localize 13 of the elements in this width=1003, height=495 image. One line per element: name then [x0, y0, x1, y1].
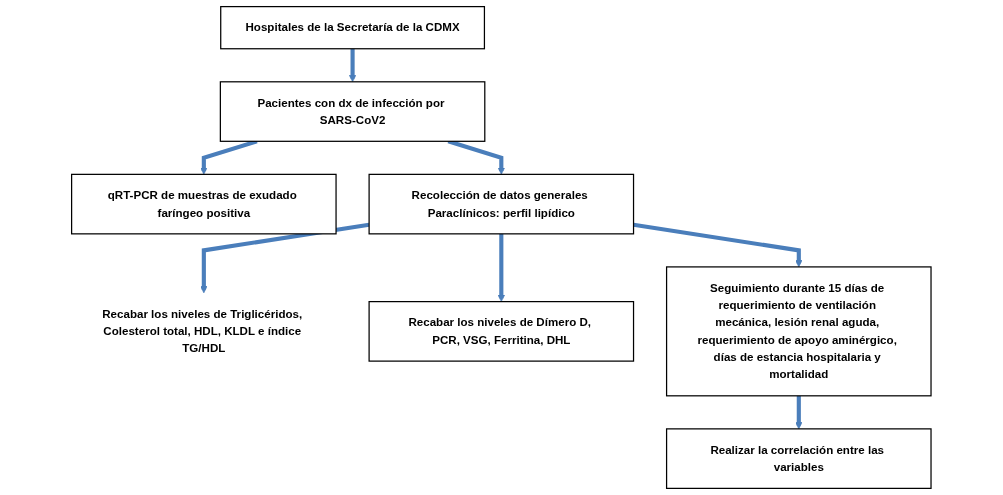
arrow: [200, 222, 370, 294]
node-text: Recabar los niveles de Triglicéridos, Colesterol total, HDL, KLDL e índice TG/HDL: [102, 306, 303, 355]
node-box: Seguimiento durante 15 días de requerimiento de ventilación mecánica, lesión renal aguda, requerimiento de apoyo aminérgico, días de estancia hospitalaria y mortalidad: [666, 266, 932, 397]
node-box: Realizar la correlación entre las variables: [666, 428, 932, 489]
node-box: Pacientes con dx de infección por SARS-CoV2: [219, 81, 486, 142]
node-box: Hospitales de la Secretaría de la CDMX: [220, 6, 486, 50]
node-box: Recolección de datos generales Paraclínicos: perfil lipídico: [368, 173, 635, 235]
arrow: [633, 222, 803, 268]
arrow: [349, 48, 357, 83]
arrow: [497, 233, 506, 302]
node-box: Recabar los niveles de Dímero D, PCR, VSG, Ferritina, DHL: [368, 301, 635, 362]
arrow: [795, 395, 803, 430]
node-box: qRT-PCR de muestras de exudado faríngeo positiva: [71, 173, 337, 235]
